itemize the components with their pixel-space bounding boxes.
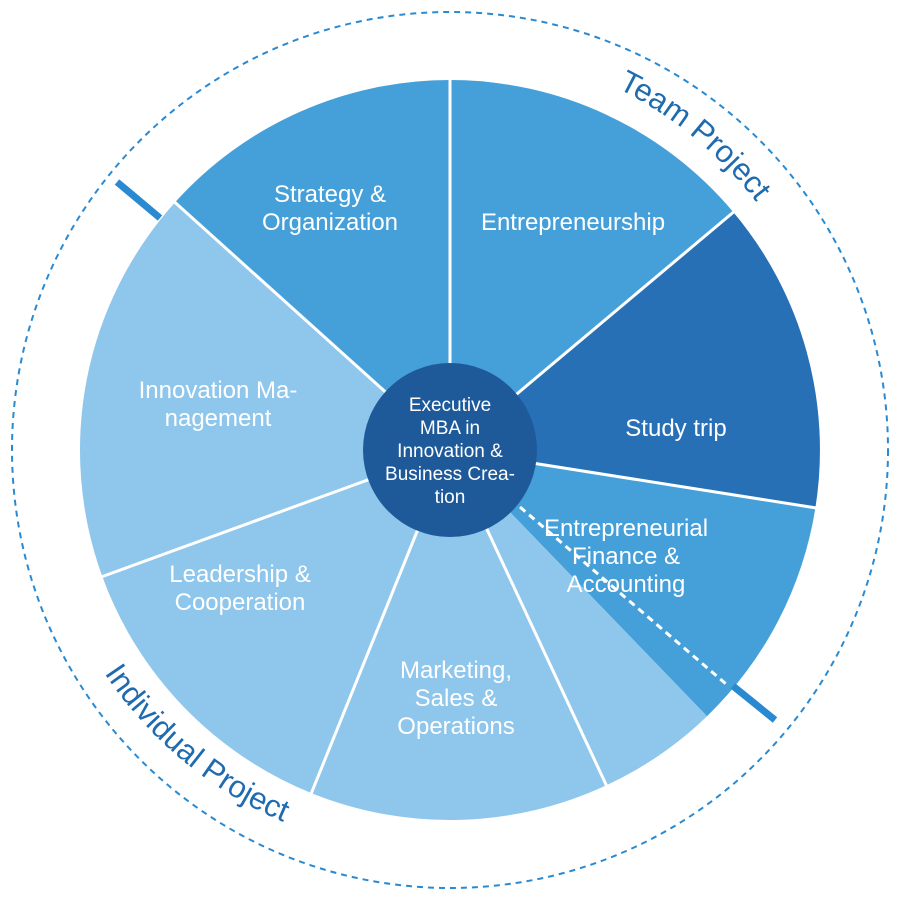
segment-label-line: Finance &: [572, 543, 680, 570]
segment-separator: [510, 210, 736, 400]
segment-finance-lower: [450, 450, 707, 786]
segment-strategy: [175, 79, 450, 450]
segment-separator: [309, 523, 422, 795]
segment-separator: [100, 475, 376, 579]
segment-label-line: Study trip: [625, 415, 726, 442]
center-hub-label-line: Innovation &: [397, 441, 503, 462]
divider-bar-top-left: [114, 179, 163, 221]
segment-separator: [173, 200, 392, 398]
dashed-ring-icon: [11, 11, 889, 889]
segment-label-line: Sales &: [415, 685, 498, 712]
segment-label-line: Marketing,: [400, 657, 512, 684]
segment-label-marketing: Marketing,Sales &Operations: [397, 657, 514, 740]
segment-label-leadership: Leadership &Cooperation: [169, 561, 310, 616]
segment-finance: [450, 450, 816, 717]
segment-label-line: nagement: [165, 405, 272, 432]
center-hub: [363, 363, 537, 537]
segment-label-strategy: Strategy &Organization: [262, 181, 398, 236]
segment-label-study-trip: Study trip: [625, 415, 726, 442]
segment-study-trip: [450, 212, 820, 508]
segment-leadership: [102, 450, 451, 794]
segment-label-line: Innovation Ma-: [139, 377, 298, 404]
finance-split-dashed-line: [519, 505, 727, 686]
segment-separator: [528, 461, 817, 510]
segment-label-line: Strategy &: [274, 181, 386, 208]
segment-marketing: [311, 450, 607, 821]
segment-label-line: Cooperation: [175, 589, 306, 616]
segment-label-line: Entrepreneurial: [544, 515, 708, 542]
center-hub-label-line: MBA in: [420, 418, 480, 439]
segment-label-innovation: Innovation Ma-nagement: [139, 377, 298, 432]
divider-bar-bottom-right: [730, 683, 778, 723]
center-hub-label-line: Executive: [409, 395, 491, 416]
segment-label-line: Leadership &: [169, 561, 310, 588]
segment-label-line: Organization: [262, 209, 398, 236]
segment-separator: [482, 521, 609, 787]
segment-label-line: Operations: [397, 713, 514, 740]
segment-label-line: Entrepreneurship: [481, 209, 665, 236]
segments-layer: [79, 79, 820, 821]
spokes-layer: [100, 79, 817, 795]
center-hub-label-line: tion: [435, 487, 466, 508]
center-hub-label-line: Business Crea-: [385, 464, 515, 485]
segment-entrepreneurship: [450, 80, 734, 450]
segment-label-entrepreneurship: Entrepreneurship: [481, 209, 665, 236]
segment-label-line: Accounting: [567, 571, 686, 598]
